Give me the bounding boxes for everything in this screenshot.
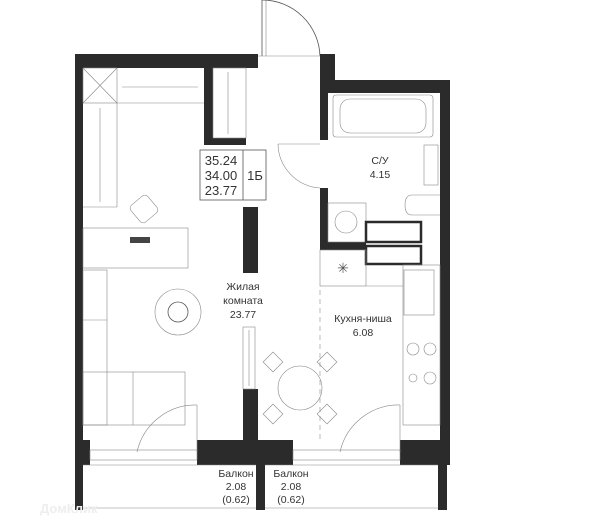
watermark: ДомКлик (40, 501, 98, 516)
windows (83, 404, 438, 509)
room-area: 23.77 (230, 309, 256, 321)
room-name: С/У (371, 155, 389, 167)
room-name: Жилая (226, 281, 259, 293)
room-name: комната (223, 295, 263, 307)
balcony-area: 2.08 (226, 481, 247, 493)
room-name: Кухня-ниша (334, 313, 392, 325)
room-area: 4.15 (370, 169, 391, 181)
room-area: 6.08 (353, 327, 374, 339)
room-area: 23.77 (205, 183, 238, 198)
living-furniture (82, 194, 338, 426)
balcony-reduced-area: (0.62) (277, 494, 304, 506)
entrance-door[interactable] (258, 0, 321, 57)
balcony-name: Балкон (218, 468, 253, 480)
total-area: 35.24 (205, 153, 238, 168)
apartment-info-box: 35.24 34.00 23.77 1Б (199, 149, 267, 201)
balcony-name: Балкон (273, 468, 308, 480)
bathroom-door[interactable] (277, 143, 321, 189)
living-area-total: 34.00 (205, 168, 238, 183)
balcony-reduced-area: (0.62) (222, 494, 249, 506)
balcony-area: 2.08 (281, 481, 302, 493)
balcony-label-left: Балкон 2.08 (0.62) (218, 468, 253, 506)
room-label-kitchen: Кухня-ниша 6.08 (334, 313, 392, 339)
apartment-type: 1Б (247, 168, 263, 183)
kitchen-fixtures: ✳ (319, 249, 441, 440)
wardrobe (82, 67, 247, 208)
walls (75, 54, 450, 510)
balcony-label-right: Балкон 2.08 (0.62) (273, 468, 308, 506)
room-label-bathroom: С/У 4.15 (370, 155, 391, 181)
room-label-living: Жилая комната 23.77 (223, 281, 263, 321)
boiler-icon: ✳ (337, 260, 349, 276)
